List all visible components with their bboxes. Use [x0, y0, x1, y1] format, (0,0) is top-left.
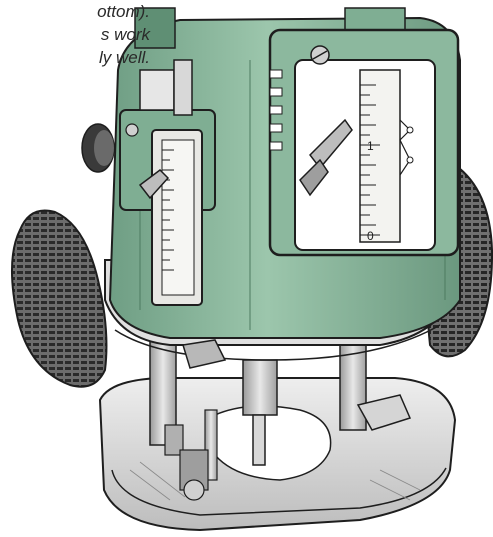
left-handle: [11, 209, 108, 388]
caption-line-2: s work: [100, 25, 150, 44]
left-depth-gauge: [81, 59, 216, 306]
depth-stop-turret: [164, 409, 218, 501]
lower-wing-nut: [182, 339, 227, 369]
right-depth-gauge: 1 0: [268, 28, 460, 257]
caption-line-3: ly well.: [98, 48, 150, 67]
base-clamp: [356, 394, 412, 431]
caption-text: ottom). s work ly well.: [0, 0, 150, 69]
scale-label-one: 1: [367, 139, 374, 153]
caption-line-1: ottom).: [97, 2, 150, 21]
scale-label-zero: 0: [367, 229, 374, 243]
